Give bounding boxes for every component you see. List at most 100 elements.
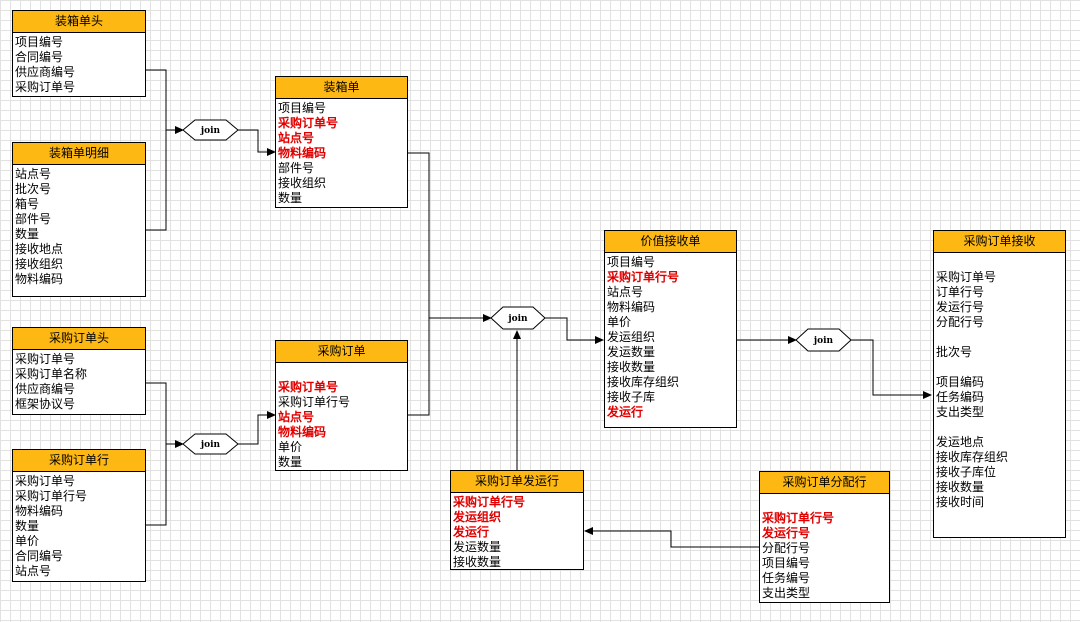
field: 采购订单名称 [15, 367, 88, 381]
field: 采购订单号 [15, 474, 76, 488]
join-node-1: join [182, 119, 239, 141]
field: 接收库存组织 [607, 375, 680, 389]
key-field: 发运组织 [453, 510, 502, 524]
entity-field-list: 采购订单行号发运组织发运行发运数量接收数量 [451, 493, 583, 570]
field: 接收组织 [278, 176, 327, 190]
field: 物料编码 [607, 300, 656, 314]
field: 数量 [278, 455, 303, 469]
entity-title: 装箱单 [276, 77, 407, 99]
field: 批次号 [15, 182, 52, 196]
key-field: 站点号 [278, 131, 315, 145]
field: 分配行号 [762, 541, 811, 555]
field: 部件号 [15, 212, 52, 226]
field-spacer [936, 360, 1065, 375]
field: 发运行号 [936, 300, 985, 314]
connector-join4-to-po-receipt [851, 339, 932, 399]
entity-title: 价值接收单 [605, 231, 736, 253]
entity-field-list: 项目编号采购订单行号站点号物料编码单价发运组织发运数量接收数量接收库存组织接收子… [605, 253, 736, 420]
field: 数量 [15, 227, 40, 241]
field: 部件号 [278, 161, 315, 175]
field: 箱号 [15, 197, 40, 211]
field: 采购订单行号 [278, 395, 351, 409]
field: 物料编码 [15, 272, 64, 286]
entity-title: 采购订单头 [13, 328, 145, 350]
entity-title: 采购订单行 [13, 450, 145, 472]
field: 接收库存组织 [936, 450, 1009, 464]
key-field: 站点号 [278, 410, 315, 424]
entity-title: 采购订单 [276, 341, 407, 363]
field: 站点号 [15, 564, 52, 578]
entity-title: 采购订单接收 [934, 231, 1065, 253]
key-field: 物料编码 [278, 146, 327, 160]
connector-packing-list-to-join [408, 152, 430, 318]
field: 单价 [278, 440, 303, 454]
entity-title: 采购订单发运行 [451, 471, 583, 493]
connector-po-header-to-join [146, 382, 167, 444]
entity-po-shipment: 采购订单发运行采购订单行号发运组织发运行发运数量接收数量 [450, 470, 584, 570]
field: 接收数量 [607, 360, 656, 374]
field: 采购订单号 [15, 352, 76, 366]
join-node-2: join [182, 433, 239, 455]
connector-po-line-to-join [146, 440, 184, 526]
connector-purchase-order-to-join [408, 314, 492, 416]
entity-title: 装箱单头 [13, 11, 145, 33]
field: 接收地点 [15, 242, 64, 256]
field: 订单行号 [936, 285, 985, 299]
key-field: 采购订单号 [278, 380, 339, 394]
field-spacer [936, 420, 1065, 435]
field: 合同编号 [15, 50, 64, 64]
join-node-3: join [490, 306, 546, 330]
entity-field-list: 采购订单号订单行号发运行号分配行号批次号项目编码任务编码支出类型发运地点接收库存… [934, 253, 1065, 510]
field: 分配行号 [936, 315, 985, 329]
key-field: 物料编码 [278, 425, 327, 439]
field: 发运地点 [936, 435, 985, 449]
field: 发运数量 [453, 540, 502, 554]
field: 站点号 [15, 167, 52, 181]
field: 接收组织 [15, 257, 64, 271]
connector-join1-to-packing-list [238, 129, 276, 156]
entity-field-list: 采购订单号采购订单名称供应商编号框架协议号 [13, 350, 145, 412]
entity-packing-list: 装箱单项目编号采购订单号站点号物料编码部件号接收组织数量 [275, 76, 408, 208]
field: 发运组织 [607, 330, 656, 344]
entity-po-receipt: 采购订单接收采购订单号订单行号发运行号分配行号批次号项目编码任务编码支出类型发运… [933, 230, 1066, 538]
entity-field-list: 站点号批次号箱号部件号数量接收地点接收组织物料编码 [13, 165, 145, 287]
entity-packing-detail: 装箱单明细站点号批次号箱号部件号数量接收地点接收组织物料编码 [12, 142, 146, 297]
svg-text:join: join [813, 336, 834, 346]
entity-purchase-order: 采购订单采购订单号采购订单行号站点号物料编码单价数量 [275, 340, 408, 471]
field: 任务编号 [762, 571, 811, 585]
svg-text:join: join [507, 314, 528, 324]
field: 项目编码 [936, 375, 985, 389]
field: 接收时间 [936, 495, 985, 509]
entity-field-list: 项目编号合同编号供应商编号采购订单号 [13, 33, 145, 95]
key-field: 发运行 [607, 405, 644, 419]
field: 接收子库位 [936, 465, 997, 479]
key-field: 采购订单行号 [453, 495, 526, 509]
field: 框架协议号 [15, 397, 76, 411]
connector-join3-to-valued-receipt [545, 317, 604, 344]
field: 单价 [15, 534, 40, 548]
entity-po-distribution: 采购订单分配行采购订单行号发运行号分配行号项目编号任务编号支出类型 [759, 471, 890, 603]
entity-title: 采购订单分配行 [760, 472, 889, 494]
connector-distribution-to-shipment [584, 527, 759, 548]
field: 项目编号 [15, 35, 64, 49]
svg-text:join: join [200, 440, 221, 450]
entity-field-list: 采购订单号采购订单行号站点号物料编码单价数量 [276, 363, 407, 470]
field-spacer [936, 255, 1065, 270]
entity-field-list: 项目编号采购订单号站点号物料编码部件号接收组织数量 [276, 99, 407, 206]
entity-title: 装箱单明细 [13, 143, 145, 165]
field: 批次号 [936, 345, 973, 359]
field: 物料编码 [15, 504, 64, 518]
entity-po-header: 采购订单头采购订单号采购订单名称供应商编号框架协议号 [12, 327, 146, 415]
svg-text:join: join [200, 126, 221, 136]
field: 接收数量 [936, 480, 985, 494]
field: 任务编码 [936, 390, 985, 404]
key-field: 采购订单行号 [762, 511, 835, 525]
field: 单价 [607, 315, 632, 329]
field: 项目编号 [278, 101, 327, 115]
field: 支出类型 [936, 405, 985, 419]
connector-join2-to-purchase-order [238, 411, 276, 445]
field: 数量 [15, 519, 40, 533]
field: 站点号 [607, 285, 644, 299]
entity-field-list: 采购订单号采购订单行号物料编码数量单价合同编号站点号 [13, 472, 145, 579]
